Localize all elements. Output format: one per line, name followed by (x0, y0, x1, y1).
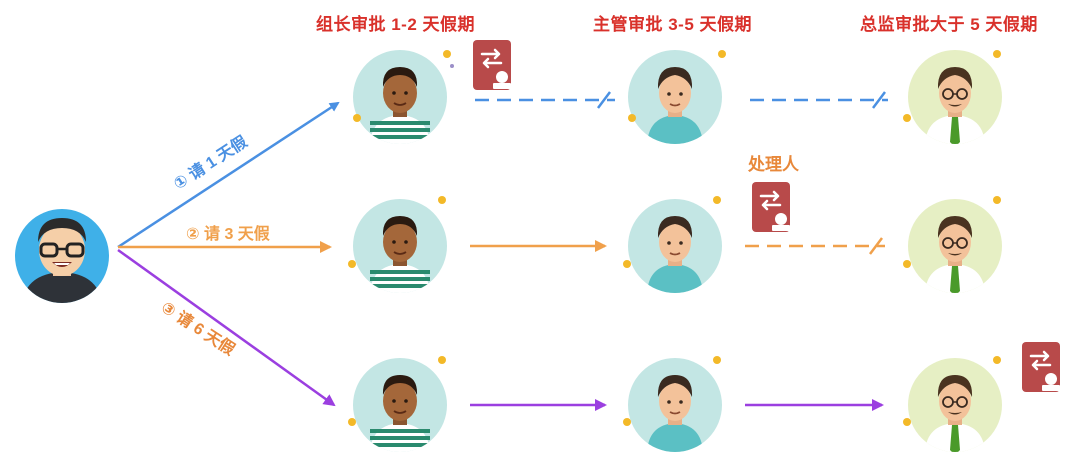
team-lead-avatar-icon (353, 50, 447, 147)
team-lead-avatar-icon (353, 199, 447, 296)
approval-stamp-icon (471, 38, 513, 92)
row2-manager-to-director-cut-mark (869, 237, 883, 255)
decorative-dots (348, 50, 1001, 426)
approval-stamp-icon (750, 180, 792, 234)
team-lead-avatar-icon (353, 358, 447, 455)
director-header: 总监审批大于 5 天假期 (860, 15, 1038, 34)
requester-avatar-icon (15, 209, 109, 306)
manager-avatar-icon (628, 199, 722, 296)
team-lead-header: 组长审批 1-2 天假期 (316, 15, 476, 34)
manager-header: 主管审批 3-5 天假期 (593, 15, 753, 34)
row1-manager-to-director-cut-mark (872, 91, 886, 109)
request-1-arrow (117, 101, 340, 249)
approval-stamp-icon (1020, 340, 1062, 394)
row1-lead-to-manager-cut-mark (597, 91, 611, 109)
director-avatar-icon (908, 358, 1002, 455)
manager-avatar-icon (628, 50, 722, 147)
handler-label: 处理人 (748, 155, 799, 174)
director-avatar-icon (908, 50, 1002, 147)
director-avatar-icon (908, 199, 1002, 296)
request-3-arrow (117, 248, 336, 407)
request-1-label: ① 请 1 天假 (170, 131, 251, 193)
request-2-label: ② 请 3 天假 (186, 224, 271, 243)
manager-avatar-icon (628, 358, 722, 455)
